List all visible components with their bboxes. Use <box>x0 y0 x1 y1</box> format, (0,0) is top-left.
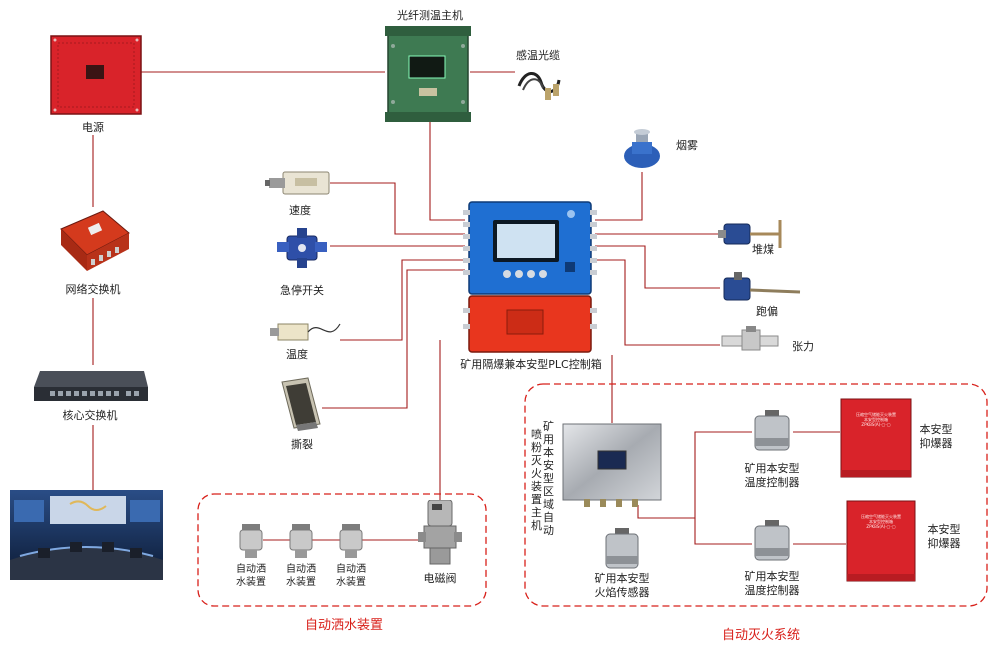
solenoid-valve-image <box>418 499 462 566</box>
suppressor-top-image: 压缩空气储能灭火装置 本安型控制箱 ZPKBS(A)-▢-▢ <box>840 398 912 478</box>
core-switch-image <box>30 365 150 405</box>
fire-host-label-col2: 喷粉灭火装置主机 <box>531 428 542 532</box>
sprinkler-unit-1-label: 自动洒 水装置 <box>236 564 266 588</box>
temp-controller-top-label: 矿用本安型 温度控制器 <box>744 462 800 489</box>
fire-zone-title: 自动灭火系统 <box>722 628 801 643</box>
power-box-image <box>50 35 142 115</box>
tension-label: 张力 <box>792 340 814 353</box>
coal-pile-sensor-image <box>718 216 794 250</box>
speed-sensor-image <box>265 170 331 196</box>
solenoid-valve-label: 电磁阀 <box>423 572 457 585</box>
temperature-sensor-image <box>268 314 344 350</box>
network-switch-image <box>55 207 133 277</box>
sprinkler-zone-title: 自动洒水装置 <box>305 618 384 633</box>
estop-label: 急停开关 <box>280 284 324 297</box>
fiber-host-image <box>385 26 471 122</box>
sprinkler-unit-2-label: 自动洒 水装置 <box>286 564 316 588</box>
sprinkler-unit-1-image <box>238 522 264 560</box>
tear-label: 撕裂 <box>291 438 313 451</box>
deviation-sensor-image <box>720 272 802 306</box>
estop-switch-image <box>273 228 331 270</box>
flame-sensor-label: 矿用本安型 火焰传感器 <box>594 572 650 599</box>
suppressor-bottom-image: 压缩空气储能灭火装置 本安型控制箱 ZPKBS(A)-▢-▢ <box>846 500 916 582</box>
suppressor-bottom-plate: 压缩空气储能灭火装置 本安型控制箱 ZPKBS(A)-▢-▢ <box>861 514 901 529</box>
fire-host-image <box>562 423 662 509</box>
plc-box-label: 矿用隔爆兼本安型PLC控制箱 <box>460 358 602 371</box>
sprinkler-unit-2-image <box>288 522 314 560</box>
network-switch-label: 网络交换机 <box>65 283 121 296</box>
sprinkler-unit-3-image <box>338 522 364 560</box>
coal-pile-label: 堆煤 <box>752 243 774 256</box>
smoke-sensor-image <box>622 126 662 172</box>
control-room-image <box>10 490 163 580</box>
core-switch-label: 核心交换机 <box>62 409 118 422</box>
temperature-label: 温度 <box>286 348 308 361</box>
fiber-host-label: 光纤测温主机 <box>397 9 463 22</box>
sprinkler-unit-3-label: 自动洒 水装置 <box>336 564 366 588</box>
smoke-label: 烟雾 <box>676 139 698 152</box>
temp-controller-top-image <box>752 410 792 454</box>
tear-sensor-image <box>278 374 323 432</box>
suppressor-bottom-label: 本安型 抑爆器 <box>927 523 961 550</box>
plc-control-box-image <box>463 200 597 356</box>
suppressor-top-plate: 压缩空气储能灭火装置 本安型控制箱 ZPKBS(A)-▢-▢ <box>856 412 896 427</box>
fiber-cable-image <box>515 66 563 102</box>
flame-sensor-image <box>603 528 641 572</box>
speed-label: 速度 <box>289 204 311 217</box>
deviation-label: 跑偏 <box>756 305 778 318</box>
fire-host-label-col1: 矿用本安型区域自动 <box>543 420 554 537</box>
temp-controller-bottom-label: 矿用本安型 温度控制器 <box>744 570 800 597</box>
temp-controller-bottom-image <box>752 520 792 564</box>
fiber-cable-label: 感温光缆 <box>516 49 560 62</box>
power-label: 电源 <box>82 121 104 134</box>
suppressor-top-label: 本安型 抑爆器 <box>919 423 953 450</box>
tension-sensor-image <box>720 326 784 354</box>
